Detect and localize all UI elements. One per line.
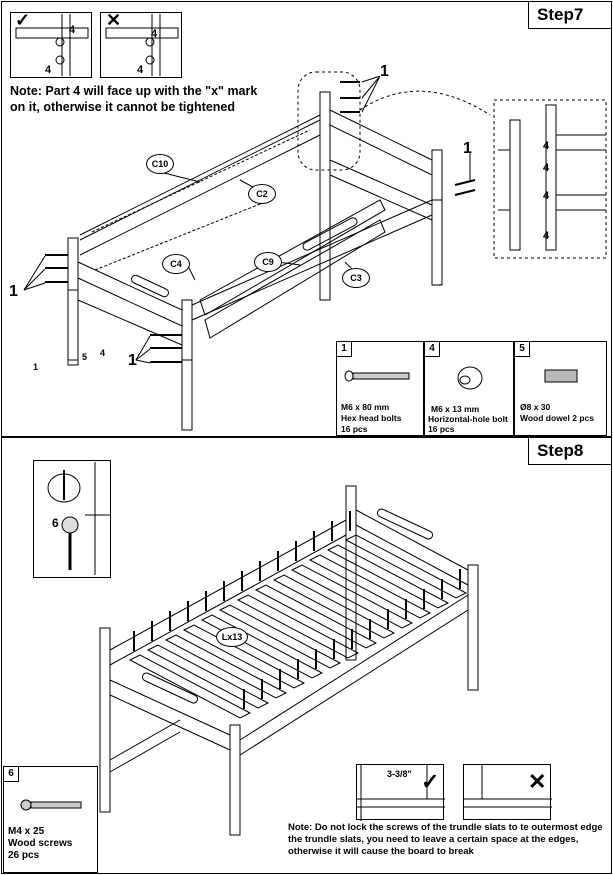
screwdriver-detail-box (33, 460, 111, 578)
bolt-ref-1-bottom: 1 (128, 352, 137, 369)
callout-c3: C3 (342, 268, 370, 288)
part-6-number: 6 (3, 766, 19, 782)
part-4-line3: 16 pcs (428, 424, 455, 434)
horizontal-hole-bolt-icon (457, 366, 483, 390)
nut-ref-4-b: 4 (45, 64, 52, 76)
callout-lx13: Lx13 (216, 627, 248, 647)
bed-slat (272, 574, 396, 639)
cross-mark-icon: ✕ (106, 10, 122, 30)
wrong-detail-thumbnail (100, 12, 182, 78)
step7-note: Note: Part 4 will face up with the "x" m… (10, 84, 258, 114)
part-1-line1: M6 x 80 mm (341, 402, 390, 412)
detail-nut-4-2: 4 (543, 162, 550, 174)
detail-nut-4-1: 4 (543, 140, 550, 152)
part-4-number: 4 (424, 341, 440, 357)
nut-ref-4-e: 4 (100, 348, 106, 358)
detail-nut-4-3: 4 (543, 190, 550, 202)
wood-screw-icon (20, 799, 82, 811)
wrong-slat-drawing (464, 765, 552, 808)
bed-slat (218, 604, 342, 669)
bed-slat (290, 564, 414, 629)
nut-ref-4-d: 4 (137, 64, 144, 76)
bolt-ref-1-left: 1 (9, 283, 18, 300)
part-5-line1: Ø8 x 30 (520, 402, 551, 412)
bolt-ref-1-right: 1 (463, 140, 472, 157)
wood-dowel-icon (544, 369, 578, 383)
part-4-line2: Horizontal-hole bolt (428, 414, 508, 424)
nut-ref-4-c: 4 (151, 28, 158, 40)
part-4-box: 4 M6 x 13 mm Horizontal-hole bolt 16 pcs (424, 341, 514, 436)
bed-slat (182, 624, 306, 689)
callout-c4: C4 (162, 254, 190, 274)
part-6-line1: M4 x 25 (8, 826, 45, 837)
bed-slat (236, 594, 360, 659)
bed-slat (200, 614, 324, 679)
callout-c10: C10 (146, 154, 174, 174)
hex-bolt-icon (344, 370, 410, 382)
step7-bed-frame-drawing (15, 14, 607, 431)
part-1-line3: 16 pcs (341, 424, 368, 434)
correct-detail-thumbnail (10, 12, 92, 78)
correct-slat-detail: 3-3/8" ✓ (356, 764, 445, 821)
part-1-box: 1 M6 x 80 mm Hex head bolts 16 pcs (336, 341, 424, 436)
part-6-box: 6 M4 x 25 Wood screws 26 pcs (3, 766, 98, 873)
bed-slat (254, 584, 378, 649)
part-6-line3: 26 pcs (8, 850, 40, 861)
slat-check-icon: ✓ (421, 769, 440, 794)
bed-slat (308, 554, 432, 619)
part-5-number: 5 (514, 341, 530, 357)
detail-screw-number: 6 (52, 516, 59, 530)
nut-ref-4-a: 4 (69, 24, 76, 36)
bed-slat (128, 654, 252, 719)
part-5-box: 5 Ø8 x 30 Wood dowel 2 pcs (514, 341, 607, 436)
dowel-ref-5: 5 (82, 352, 88, 362)
wrong-slat-detail: ✕ (463, 764, 552, 820)
measure-label: 3-3/8" (387, 769, 412, 779)
step8-label: Step8 (528, 438, 611, 465)
step8-panel (1, 437, 612, 874)
bed-slat (146, 644, 270, 709)
step8-note: Note: Do not lock the screws of the trun… (288, 822, 603, 857)
bolt-ref-1-topright: 1 (380, 63, 389, 80)
bed-slat (344, 534, 468, 599)
detail-nut-4-4: 4 (543, 230, 550, 242)
bed-slat (326, 544, 450, 609)
part-1-line2: Hex head bolts (341, 413, 402, 423)
part-1-number: 1 (336, 341, 352, 357)
correct-slat-drawing (357, 765, 445, 821)
part-4-line1: M6 x 13 mm (431, 404, 480, 414)
step7-label: Step7 (528, 2, 611, 29)
step7-panel (1, 1, 612, 437)
part-5-line2: Wood dowel 2 pcs (520, 413, 594, 423)
callout-c9: C9 (254, 252, 282, 272)
callout-c2: C2 (248, 184, 276, 204)
slat-cross-icon: ✕ (528, 769, 547, 794)
bed-slat (164, 634, 288, 699)
check-mark-icon: ✓ (15, 10, 31, 30)
bolt-ref-1-small: 1 (33, 362, 39, 372)
part-6-line2: Wood screws (8, 838, 73, 849)
